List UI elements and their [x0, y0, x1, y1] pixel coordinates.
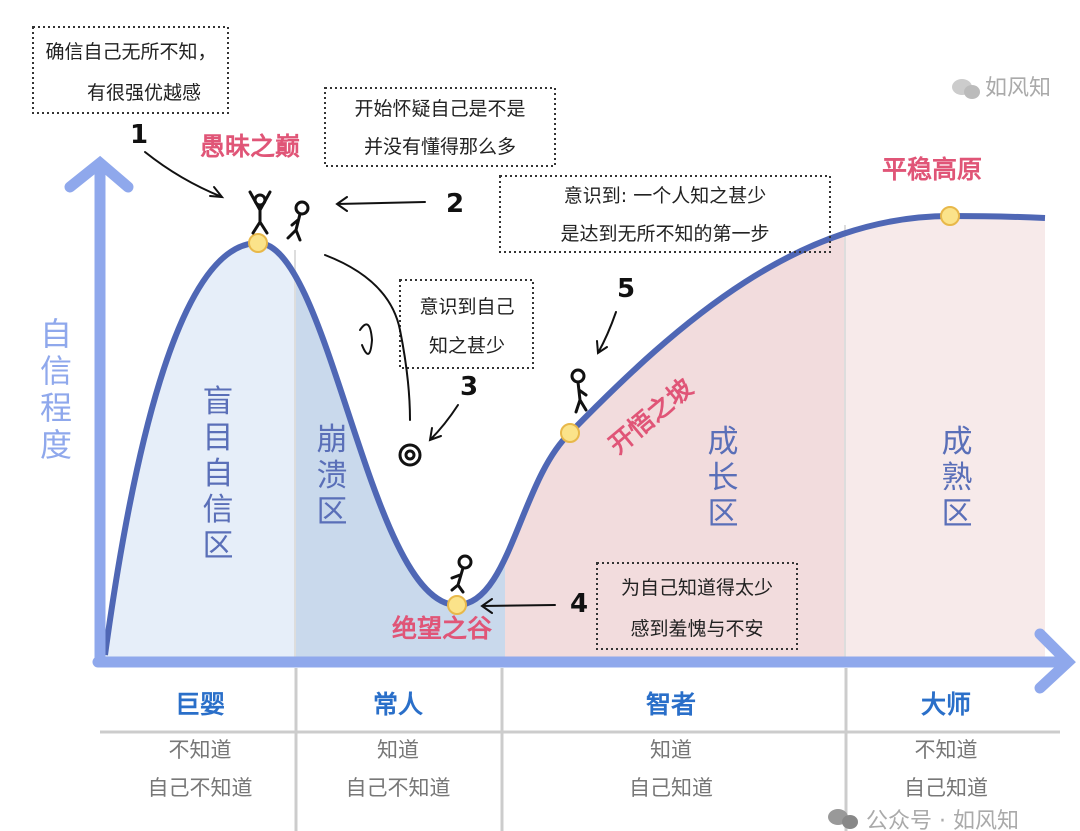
stick-figure-icon	[248, 190, 272, 235]
zone-label-char: 区	[203, 528, 234, 564]
y-label-char: 度	[40, 426, 72, 464]
zone-label-char: 自	[203, 456, 234, 492]
annotation-number-1: 1	[130, 120, 148, 150]
plateau-point	[940, 206, 960, 226]
zone-label-char: 熟	[942, 460, 973, 496]
axes	[64, 155, 1076, 694]
fall-loop	[359, 323, 374, 355]
zone-label-char: 信	[203, 492, 234, 528]
arrow-icon	[144, 151, 225, 199]
stick-figure-icon	[570, 368, 588, 414]
annotation-number-3: 3	[460, 372, 478, 402]
zone-label-char: 溃	[317, 458, 348, 494]
table-header: 常人	[373, 690, 423, 719]
watermark-text: 公众号 · 如风知	[866, 809, 1019, 831]
zone-label-char: 目	[203, 420, 234, 456]
annotation-5-line: 意识到: 一个人知之甚少	[564, 185, 766, 207]
annotation-5-line: 是达到无所不知的第一步	[560, 223, 769, 245]
wechat-icon	[964, 85, 980, 99]
annotation-number-4: 4	[570, 589, 588, 619]
zone-label-char: 成	[942, 424, 973, 460]
fall-trajectory	[324, 254, 411, 421]
table-cell: 自己不知道	[346, 776, 451, 800]
table-header: 巨婴	[175, 690, 225, 719]
annotation-3-line: 知之甚少	[429, 335, 505, 357]
zone-fill-2	[295, 216, 505, 660]
table-cell: 知道	[377, 738, 419, 762]
zone-label-char: 崩	[317, 422, 348, 458]
y-axis-arrow-icon	[64, 155, 134, 193]
zone-label-char: 成	[708, 424, 739, 460]
stick-figure-icon	[286, 200, 310, 242]
zone-label-char: 长	[708, 460, 739, 496]
table-cell: 自己不知道	[148, 776, 253, 800]
valley-point	[447, 595, 467, 615]
stick-figure-icon	[398, 443, 422, 467]
table-cell: 不知道	[915, 738, 978, 762]
table-cell: 自己知道	[629, 776, 713, 800]
annotation-4-line: 感到羞愧与不安	[630, 618, 763, 640]
zone-label-char: 盲	[203, 384, 234, 420]
annotation-box-5	[499, 175, 831, 253]
table-header: 智者	[646, 690, 696, 719]
annotation-2-line: 开始怀疑自己是不是	[354, 98, 525, 120]
peak-label: 愚昧之巅	[200, 132, 300, 161]
x-axis-arrow-icon	[1034, 628, 1076, 694]
arrow-icon	[428, 404, 459, 442]
category-table	[100, 668, 1060, 831]
y-label-char: 程	[40, 389, 72, 427]
arrow-icon	[596, 311, 617, 355]
y-label-char: 自	[40, 315, 72, 353]
annotation-number-2: 2	[446, 189, 464, 219]
zone-fill-4	[845, 216, 1045, 660]
zone-label-char: 区	[942, 496, 973, 532]
zone-label-char: 区	[708, 496, 739, 532]
annotation-box-3	[399, 279, 534, 369]
y-axis-label: 自 信 程 度	[40, 315, 72, 464]
annotation-box-2	[324, 87, 556, 167]
plateau-label: 平稳高原	[882, 155, 982, 184]
watermark-top: 如风知	[952, 76, 1051, 101]
annotation-2-line: 并没有懂得那么多	[364, 136, 516, 158]
annotation-3-line: 意识到自己	[419, 296, 514, 318]
annotation-1-line: 有很强优越感	[87, 82, 201, 104]
zone-fill-1	[105, 216, 295, 660]
stick-figure-icon	[450, 554, 473, 594]
watermark-bottom: 公众号 · 如风知	[828, 809, 1019, 831]
annotation-4-line: 为自己知道得太少	[621, 577, 773, 599]
arrow-icon	[335, 196, 426, 212]
table-cell: 不知道	[169, 738, 232, 762]
annotation-number-5: 5	[617, 274, 635, 304]
watermark-text: 如风知	[985, 76, 1051, 101]
annotation-1-line: 确信自己无所不知，	[45, 41, 216, 63]
valley-label: 绝望之谷	[392, 614, 493, 643]
wechat-icon	[842, 815, 858, 829]
table-cell: 自己知道	[904, 776, 988, 800]
annotation-box-4	[596, 562, 798, 650]
y-label-char: 信	[40, 352, 72, 390]
peak-point	[248, 233, 268, 253]
arrow-icon	[480, 598, 556, 614]
slope-point	[560, 423, 580, 443]
zone-label-char: 区	[317, 494, 348, 530]
table-cell: 知道	[650, 738, 692, 762]
table-header: 大师	[921, 690, 971, 719]
